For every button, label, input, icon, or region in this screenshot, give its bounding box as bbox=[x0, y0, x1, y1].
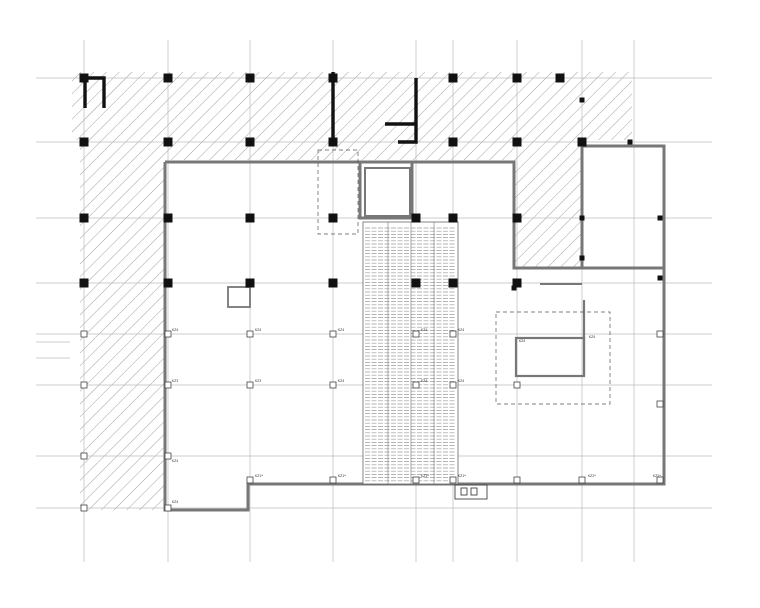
column bbox=[163, 213, 173, 223]
column-outline bbox=[329, 381, 337, 389]
column-tag: KZ1* bbox=[255, 474, 263, 478]
column-small bbox=[511, 285, 517, 291]
hatched-area bbox=[72, 72, 632, 510]
column-tag: KZ2* bbox=[653, 474, 661, 478]
column bbox=[328, 213, 338, 223]
column-outline bbox=[513, 476, 521, 484]
column-outline bbox=[449, 381, 457, 389]
column-tag: KZ4 bbox=[458, 379, 464, 383]
column bbox=[245, 137, 255, 147]
column bbox=[448, 278, 458, 288]
column-outline bbox=[246, 330, 254, 338]
column-tag: KZ4 bbox=[255, 328, 261, 332]
column-outline bbox=[513, 381, 521, 389]
column-outline bbox=[329, 476, 337, 484]
dashed-outlines bbox=[317, 149, 611, 405]
column bbox=[512, 213, 522, 223]
column-tag: KZ1* bbox=[421, 474, 429, 478]
column-small bbox=[657, 215, 663, 221]
columns-layer bbox=[79, 73, 664, 512]
column-outline bbox=[412, 330, 420, 338]
column-outline bbox=[164, 381, 172, 389]
column bbox=[79, 137, 89, 147]
column-tag: KZ4 bbox=[172, 459, 178, 463]
column bbox=[245, 213, 255, 223]
column-tag: KZ4 bbox=[589, 335, 595, 339]
column-tag: KZ1* bbox=[338, 474, 346, 478]
column bbox=[163, 137, 173, 147]
column-outline bbox=[80, 452, 88, 460]
column-outline bbox=[246, 381, 254, 389]
column-outline bbox=[246, 476, 254, 484]
column bbox=[555, 73, 565, 83]
structural-walls bbox=[83, 72, 418, 144]
column-tag: KZ4 bbox=[172, 328, 178, 332]
column-tag: KZ4 bbox=[172, 500, 178, 504]
column-small bbox=[579, 215, 585, 221]
column-tag: KZ4 bbox=[519, 339, 525, 343]
column-tag: KZ1* bbox=[458, 474, 466, 478]
column bbox=[79, 73, 89, 83]
column-outline bbox=[656, 476, 664, 484]
column-small bbox=[579, 255, 585, 261]
column-outline bbox=[412, 381, 420, 389]
column bbox=[245, 73, 255, 83]
column bbox=[163, 73, 173, 83]
column-tag: KZ3 bbox=[172, 379, 178, 383]
column-small bbox=[657, 275, 663, 281]
column bbox=[79, 213, 89, 223]
column-outline bbox=[578, 476, 586, 484]
column-outline bbox=[656, 400, 664, 408]
column bbox=[328, 137, 338, 147]
column bbox=[411, 278, 421, 288]
column-small bbox=[627, 139, 633, 145]
column bbox=[411, 213, 421, 223]
column bbox=[512, 73, 522, 83]
column-tag: KZ4 bbox=[338, 379, 344, 383]
column-tag: KZ4 bbox=[458, 328, 464, 332]
column-tag: KZ4 bbox=[421, 328, 427, 332]
column-tag: KZ2* bbox=[588, 474, 596, 478]
ramp-strip bbox=[362, 221, 459, 485]
column-tag: KZ4 bbox=[421, 379, 427, 383]
column-outline bbox=[449, 476, 457, 484]
column-outline bbox=[656, 330, 664, 338]
building-walls bbox=[163, 144, 666, 512]
column-outline bbox=[329, 330, 337, 338]
column bbox=[79, 278, 89, 288]
column-tag: KZ3 bbox=[255, 379, 261, 383]
column-outline bbox=[164, 504, 172, 512]
column-outline bbox=[80, 330, 88, 338]
column bbox=[163, 278, 173, 288]
column-outline bbox=[80, 504, 88, 512]
column bbox=[245, 278, 255, 288]
column bbox=[448, 213, 458, 223]
column-outline bbox=[449, 330, 457, 338]
column bbox=[512, 278, 522, 288]
entrance-symbol bbox=[454, 484, 488, 500]
column bbox=[512, 137, 522, 147]
column-outline bbox=[412, 476, 420, 484]
column-outline bbox=[80, 381, 88, 389]
column-outline bbox=[164, 452, 172, 460]
column-tag: KZ4 bbox=[338, 328, 344, 332]
column-outline bbox=[164, 330, 172, 338]
column bbox=[448, 137, 458, 147]
column bbox=[448, 73, 458, 83]
column bbox=[328, 278, 338, 288]
column-small bbox=[579, 97, 585, 103]
column bbox=[577, 137, 587, 147]
column bbox=[328, 73, 338, 83]
